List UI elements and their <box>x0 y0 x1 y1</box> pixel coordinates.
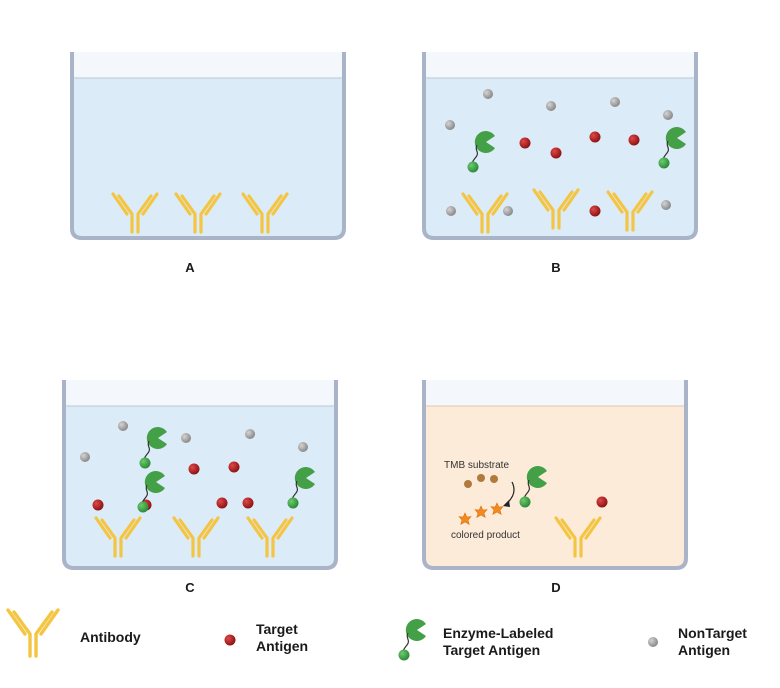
substrate-dot <box>490 475 498 483</box>
panel-d-well: TMB substrate colored product <box>422 380 688 570</box>
legend-nontarget-antigen-icon <box>648 637 658 647</box>
panel-d-label: D <box>551 580 560 595</box>
nontarget-antigen <box>445 120 455 130</box>
target-antigen <box>242 497 254 509</box>
nontarget-antigen <box>446 206 456 216</box>
nontarget-antigen <box>483 89 493 99</box>
nontarget-antigen <box>546 101 556 111</box>
nontarget-antigen <box>663 110 673 120</box>
legend-antibody-label: Antibody <box>80 629 141 645</box>
substrate-dot <box>477 474 485 482</box>
legend-target-antigen-icon <box>224 634 236 646</box>
legend-antibody-icon <box>6 608 60 658</box>
panel-b-well <box>422 52 698 240</box>
panel-c-label: C <box>185 580 195 595</box>
target-antigen <box>550 147 562 159</box>
nontarget-antigen <box>661 200 671 210</box>
legend-enzyme-icon <box>397 618 427 662</box>
legend-nontarget-label-2: Antigen <box>678 642 730 658</box>
nontarget-antigen <box>181 433 191 443</box>
target-antigen <box>188 463 200 475</box>
product-label: colored product <box>451 530 520 541</box>
panel-a-label: A <box>185 260 195 275</box>
legend-nontarget-label-1: NonTarget <box>678 625 747 641</box>
nontarget-antigen <box>298 442 308 452</box>
target-antigen <box>589 205 601 217</box>
legend-target-label-1: Target <box>256 621 298 637</box>
target-antigen <box>92 499 104 511</box>
legend-enzyme-label-1: Enzyme-Labeled <box>443 625 553 641</box>
substrate-dot <box>464 480 472 488</box>
legend-target-label-2: Antigen <box>256 638 308 654</box>
panel-a-well <box>70 52 346 240</box>
target-antigen <box>628 134 640 146</box>
target-antigen <box>589 131 601 143</box>
target-antigen <box>228 461 240 473</box>
nontarget-antigen <box>245 429 255 439</box>
nontarget-antigen <box>503 206 513 216</box>
legend-enzyme-label-2: Target Antigen <box>443 642 540 658</box>
panel-c-well <box>62 380 338 570</box>
nontarget-antigen <box>610 97 620 107</box>
nontarget-antigen <box>80 452 90 462</box>
target-antigen <box>519 137 531 149</box>
substrate-label: TMB substrate <box>444 460 509 471</box>
legend: Antibody Target Antigen Enzyme-Labeled T… <box>6 608 747 662</box>
panel-b-label: B <box>551 260 560 275</box>
target-antigen <box>596 496 608 508</box>
target-antigen <box>216 497 228 509</box>
nontarget-antigen <box>118 421 128 431</box>
